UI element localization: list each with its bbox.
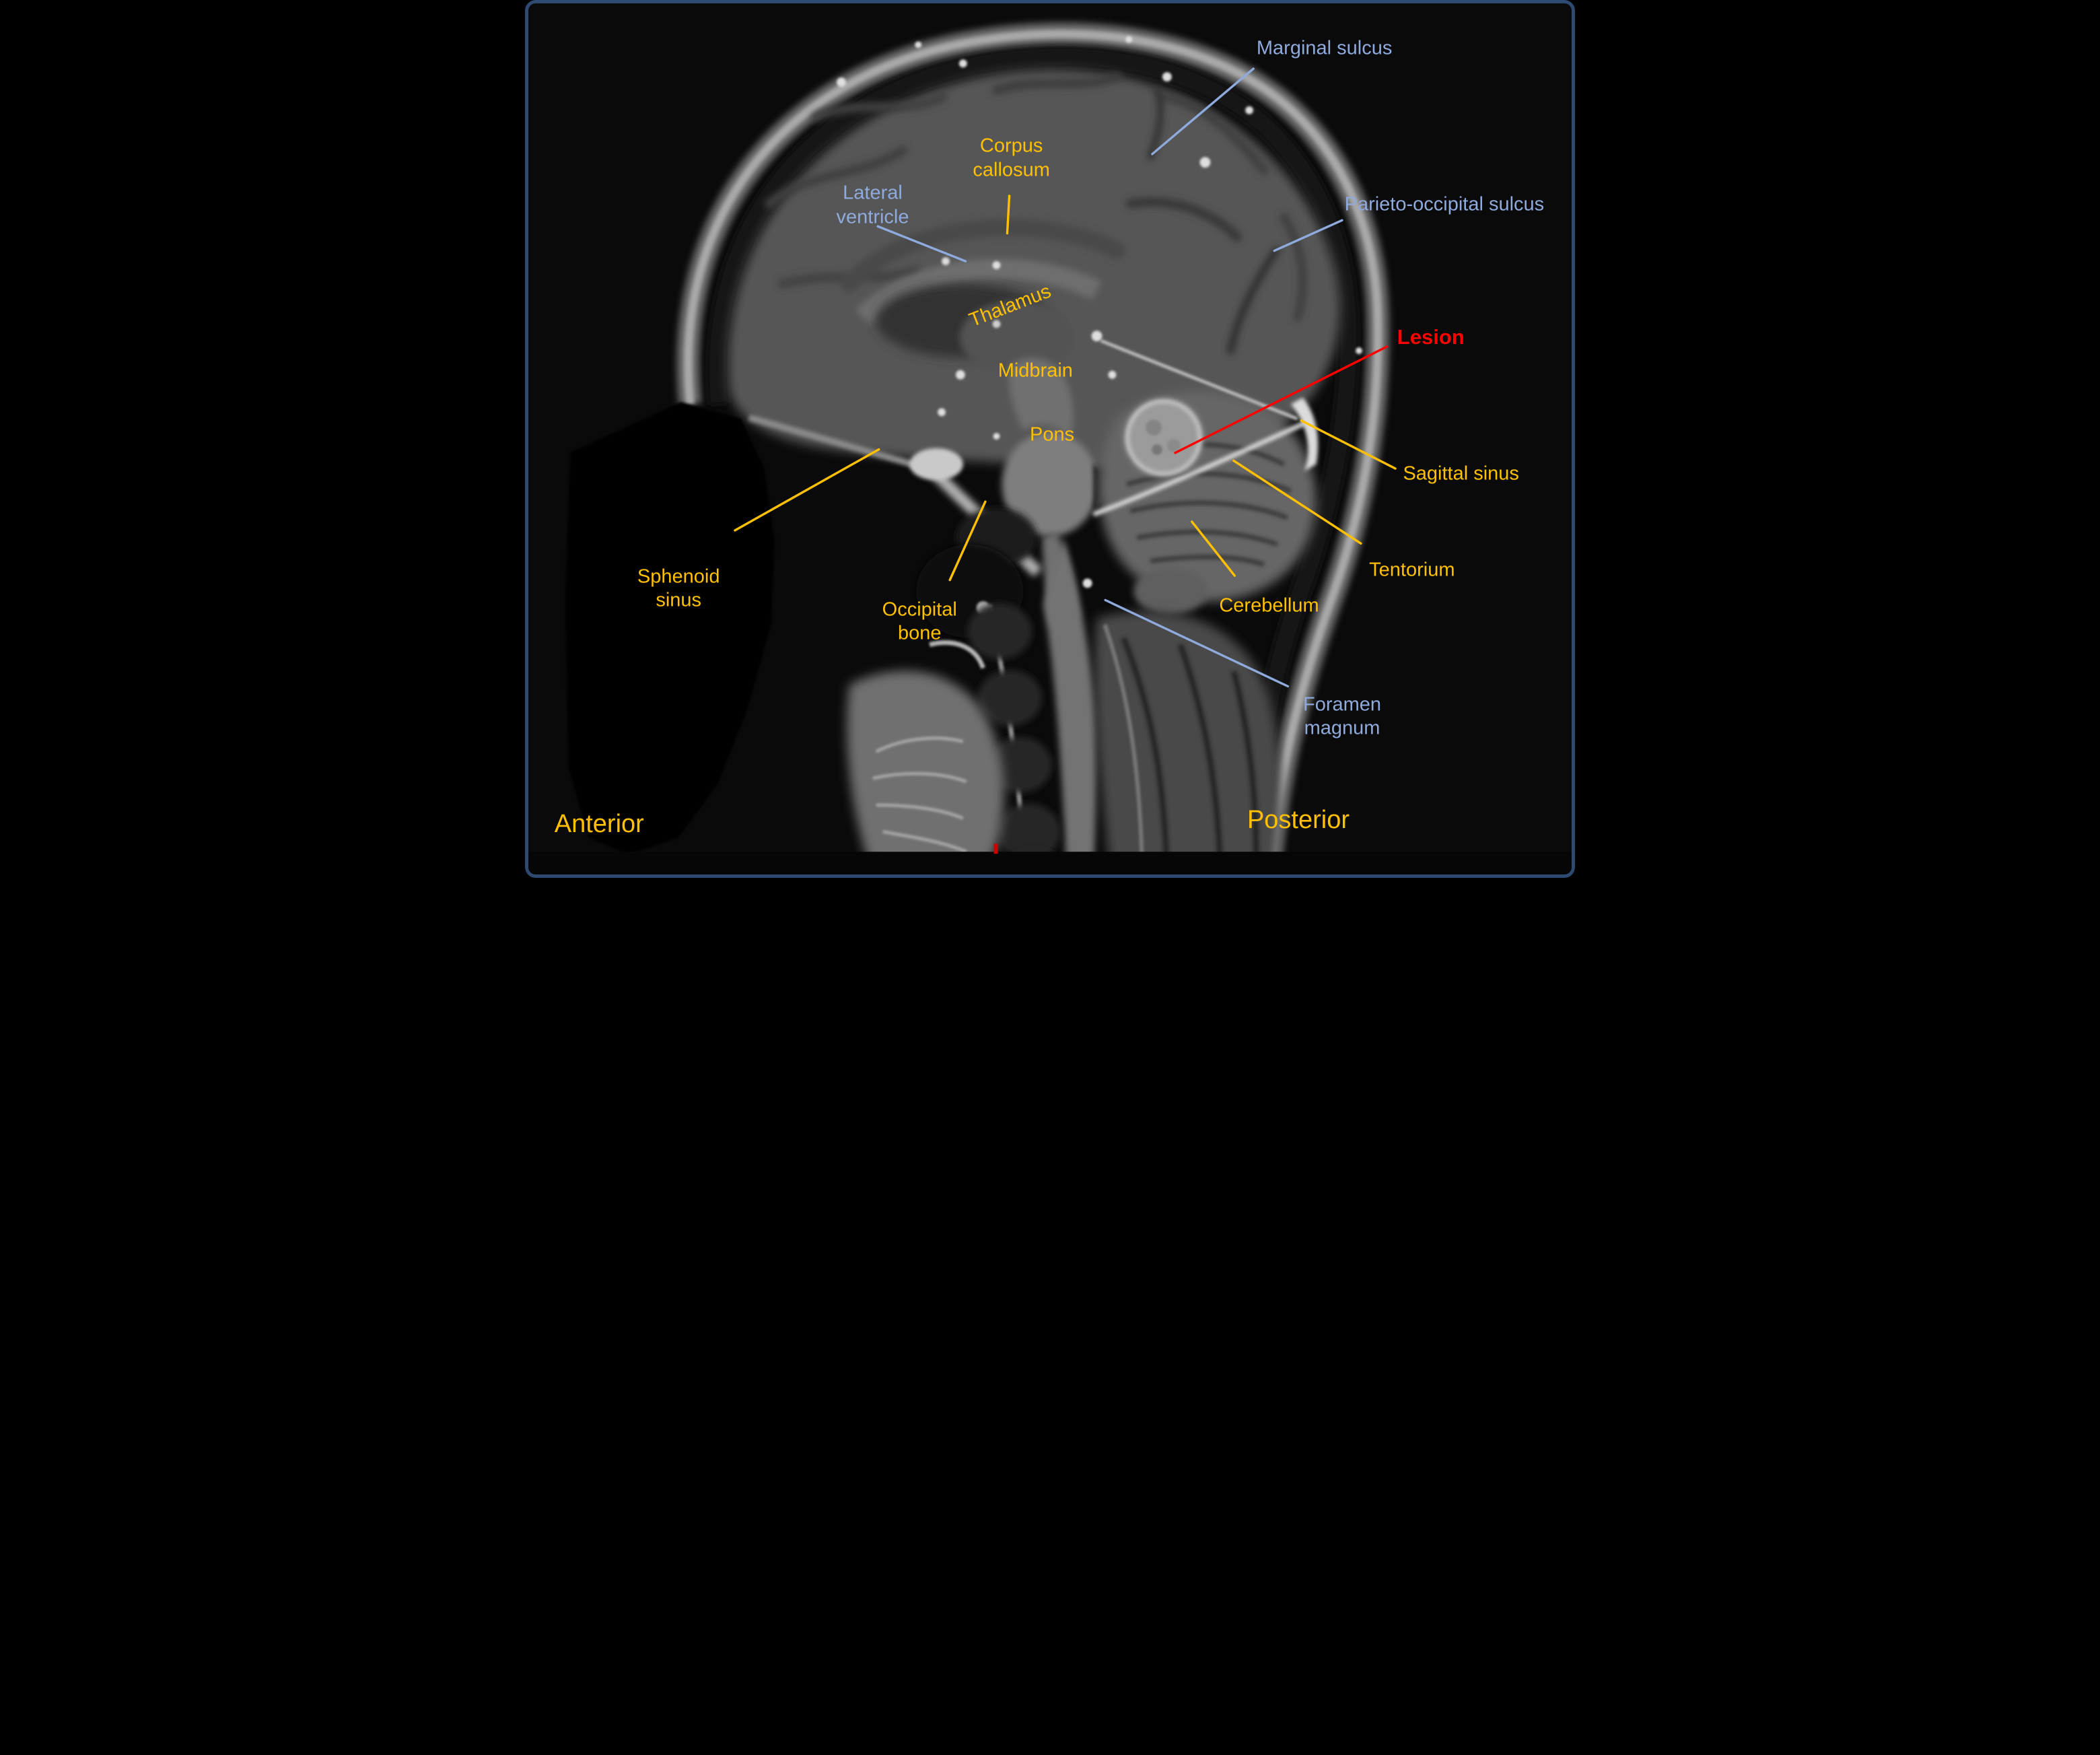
label-tentorium: Tentorium	[1369, 559, 1455, 581]
spinal-cord	[1043, 537, 1096, 874]
label-marginal-sulcus: Marginal sulcus	[1256, 37, 1393, 59]
label-lesion: Lesion	[1397, 324, 1465, 349]
orientation-label-anterior: Anterior	[554, 810, 644, 839]
red-tick-mark	[993, 844, 998, 854]
brainstem	[1002, 357, 1114, 625]
scan-bottom-strip	[528, 852, 1572, 874]
label-midbrain: Midbrain	[998, 359, 1073, 382]
pons-region	[1002, 432, 1098, 537]
oropharynx	[847, 640, 1004, 872]
label-cerebellum: Cerebellum	[1219, 594, 1319, 617]
label-thalamus: Thalamus	[966, 280, 1055, 332]
label-sagittal-sinus: Sagittal sinus	[1403, 462, 1519, 485]
thalamus-region	[959, 300, 1074, 374]
orientation-label-posterior: Posterior	[1247, 805, 1350, 834]
midbrain-region	[1009, 357, 1074, 438]
label-parieto-occipital-sulcus: Parieto-occipital sulcus	[1344, 193, 1545, 215]
pituitary-region	[909, 448, 963, 481]
label-pons: Pons	[1030, 423, 1075, 445]
